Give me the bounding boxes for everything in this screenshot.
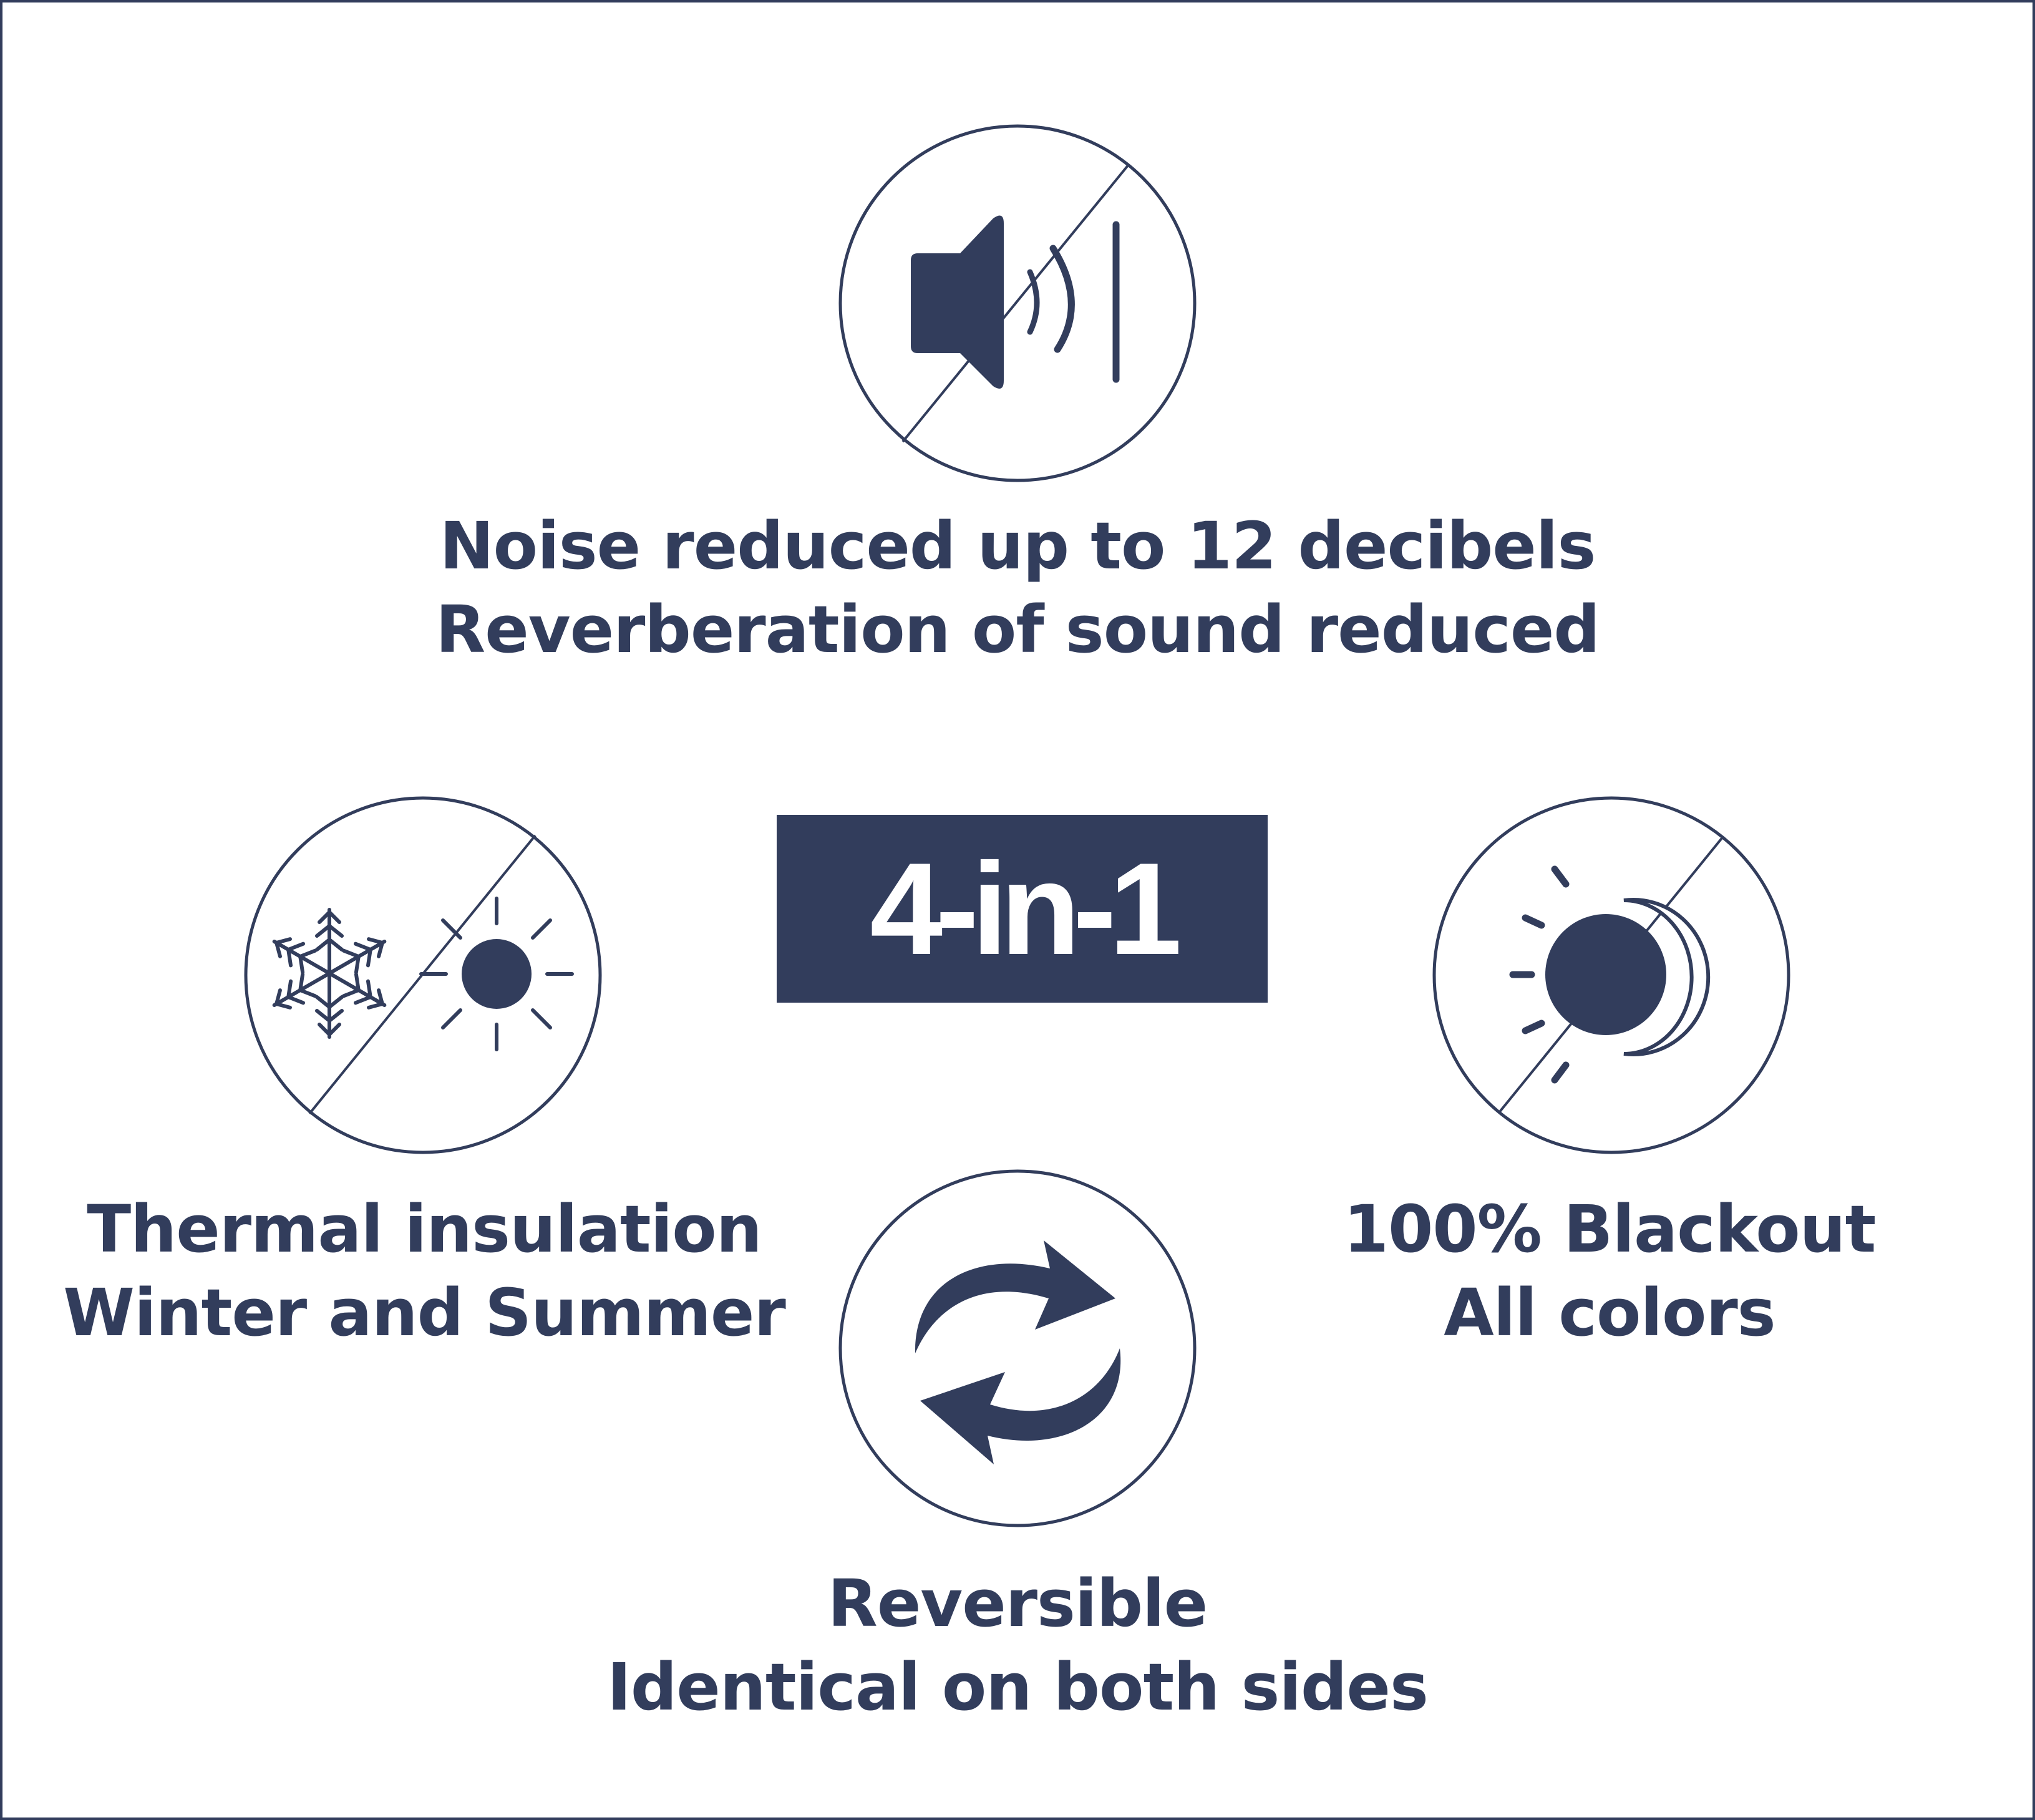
reversible-caption-line1: Reversible xyxy=(827,1565,1208,1642)
noise-caption-line2: Reverberation of sound reduced xyxy=(435,591,1600,668)
muted-speaker-icon xyxy=(838,124,1197,483)
four-in-one-badge: 4-in-1 xyxy=(777,815,1268,1003)
blackout-caption: 100% Blackout All colors xyxy=(1266,1187,1953,1355)
noise-caption: Noise reduced up to 12 decibels Reverber… xyxy=(425,504,1610,671)
blackout-caption-line2: All colors xyxy=(1444,1275,1775,1351)
snowflake-sun-icon xyxy=(243,796,603,1155)
thermal-caption: Thermal insulation Winter and Summer xyxy=(50,1187,799,1355)
reversible-caption-line2: Identical on both sides xyxy=(607,1649,1429,1725)
thermal-caption-line1: Thermal insulation xyxy=(87,1191,762,1267)
thermal-caption-line2: Winter and Summer xyxy=(63,1275,786,1351)
reverse-arrows-icon xyxy=(838,1169,1197,1528)
reversible-caption: Reversible Identical on both sides xyxy=(518,1562,1517,1729)
noise-caption-line1: Noise reduced up to 12 decibels xyxy=(439,508,1596,584)
sun-moon-icon xyxy=(1432,796,1791,1155)
blackout-caption-line1: 100% Blackout xyxy=(1343,1191,1877,1267)
